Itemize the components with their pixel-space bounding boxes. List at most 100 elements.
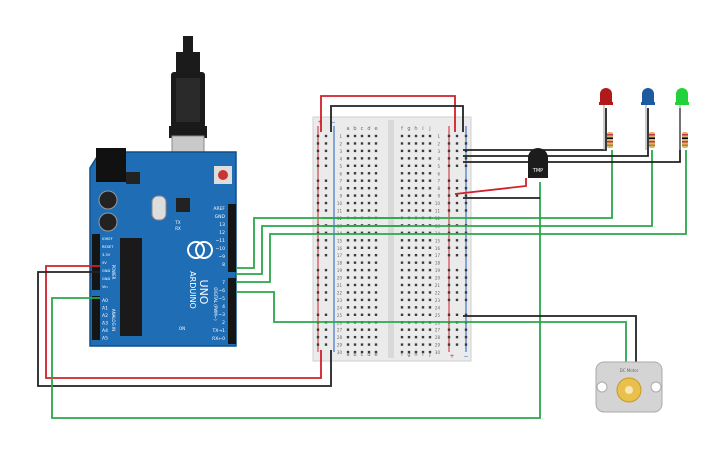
row-number-left: 27 <box>337 328 343 333</box>
row-number-right: 18 <box>435 261 441 266</box>
digital-pin-label: 13 <box>219 222 225 228</box>
digital-pin-label: TX→1 <box>212 328 226 334</box>
row-number-right: 24 <box>435 305 441 310</box>
row-number-left: 17 <box>337 253 343 258</box>
wire-black-gnd <box>37 271 332 387</box>
digital-pin-label: ~11 <box>216 238 226 244</box>
digital-header-bottom <box>228 278 236 344</box>
row-number-left: 1 <box>339 134 342 139</box>
rx-led-label: RX <box>175 226 181 231</box>
on-led-label: ON <box>179 326 185 331</box>
arduino-model-text: UNO <box>197 280 210 305</box>
row-number-right: 25 <box>435 313 441 318</box>
column-letter: b <box>353 352 356 358</box>
row-number-left: 29 <box>337 343 343 348</box>
row-number-left: 5 <box>339 164 342 169</box>
wire-green-d7 <box>236 150 687 283</box>
row-number-right: 28 <box>435 335 441 340</box>
rail-plus-label: + <box>317 119 322 126</box>
row-number-left: 11 <box>337 209 343 214</box>
row-number-left: 2 <box>339 141 342 146</box>
row-number-left: 22 <box>337 290 343 295</box>
column-letter: g <box>407 126 410 132</box>
led-blue[interactable] <box>641 88 655 150</box>
row-number-left: 3 <box>339 149 342 154</box>
analog-pin-label: A4 <box>102 328 108 334</box>
row-number-left: 6 <box>339 171 342 176</box>
resistor[interactable] <box>682 132 688 148</box>
row-number-left: 23 <box>337 298 343 303</box>
motor-label: DC Motor <box>620 368 639 373</box>
column-letter: g <box>407 352 410 358</box>
wire-red-5v <box>45 265 322 379</box>
rail-plus-label: + <box>449 353 454 360</box>
dc-motor[interactable]: DC Motor <box>595 361 663 413</box>
power-pin-label: IOREF <box>102 237 113 241</box>
wires <box>37 95 687 419</box>
digital-pin-label: GND <box>215 214 226 220</box>
resistor[interactable] <box>649 132 655 148</box>
wire-red-sensor-vcc <box>454 178 527 195</box>
analog-pin-label: A1 <box>102 306 108 312</box>
digital-section-label: DIGITAL (PWM~) <box>213 287 218 321</box>
row-number-right: 23 <box>435 298 441 303</box>
digital-pin-label: ~5 <box>218 296 225 302</box>
row-number-left: 8 <box>339 186 342 191</box>
wire-green-d6 <box>236 291 627 362</box>
power-pin-label: 3.3V <box>102 253 111 257</box>
wire-black-led-gnd1 <box>463 108 607 151</box>
column-letter: a <box>346 126 349 132</box>
wire-green-a0 <box>51 182 541 419</box>
row-number-left: 4 <box>339 156 342 161</box>
row-number-left: 9 <box>339 194 342 199</box>
digital-pin-label: ~6 <box>218 288 225 294</box>
power-pin-label: GND <box>102 269 110 273</box>
power-pin-label: Vin <box>102 285 108 289</box>
column-letter: h <box>414 126 417 132</box>
temperature-sensor[interactable]: TMP <box>528 148 548 178</box>
row-number-right: 8 <box>437 186 440 191</box>
arduino-logo-text: ARDUINO <box>188 271 197 309</box>
wire-black-rail-top <box>330 105 464 132</box>
row-number-right: 11 <box>435 209 441 214</box>
wire-black-motor <box>463 315 637 362</box>
column-letter: f <box>401 126 403 132</box>
row-number-right: 10 <box>435 201 441 206</box>
row-number-left: 25 <box>337 313 343 318</box>
digital-pin-label: 8 <box>222 262 225 268</box>
digital-pin-label: 4 <box>222 304 225 310</box>
row-number-right: 9 <box>437 194 440 199</box>
leds <box>599 88 689 150</box>
resistor[interactable] <box>607 132 613 148</box>
row-number-left: 20 <box>337 276 343 281</box>
row-number-left: 18 <box>337 261 343 266</box>
arduino-board <box>89 148 237 347</box>
row-number-left: 19 <box>337 268 343 273</box>
row-number-right: 17 <box>435 253 441 258</box>
wire-green-d8 <box>236 150 653 275</box>
column-letter: d <box>367 352 370 358</box>
rail-minus-label: − <box>330 119 335 126</box>
row-number-right: 30 <box>435 350 441 355</box>
row-number-right: 4 <box>437 156 440 161</box>
row-number-left: 10 <box>337 201 343 206</box>
column-letter: f <box>401 352 403 358</box>
row-number-right: 19 <box>435 268 441 273</box>
column-letter: a <box>346 352 349 358</box>
row-number-right: 1 <box>437 134 440 139</box>
row-number-right: 15 <box>435 238 441 243</box>
analog-section-label: ANALOG IN <box>111 309 116 331</box>
led-green[interactable] <box>675 88 689 150</box>
digital-pin-label: 12 <box>219 230 225 236</box>
column-letter: c <box>361 352 364 358</box>
column-letter: d <box>367 126 370 132</box>
row-number-right: 6 <box>437 171 440 176</box>
wire-green-d9 <box>236 150 613 269</box>
column-letter: j <box>428 352 430 358</box>
led-red[interactable] <box>599 88 613 150</box>
analog-pin-label: A3 <box>102 321 108 327</box>
row-number-right: 5 <box>437 164 440 169</box>
column-letter: j <box>428 126 430 132</box>
row-number-right: 21 <box>435 283 441 288</box>
